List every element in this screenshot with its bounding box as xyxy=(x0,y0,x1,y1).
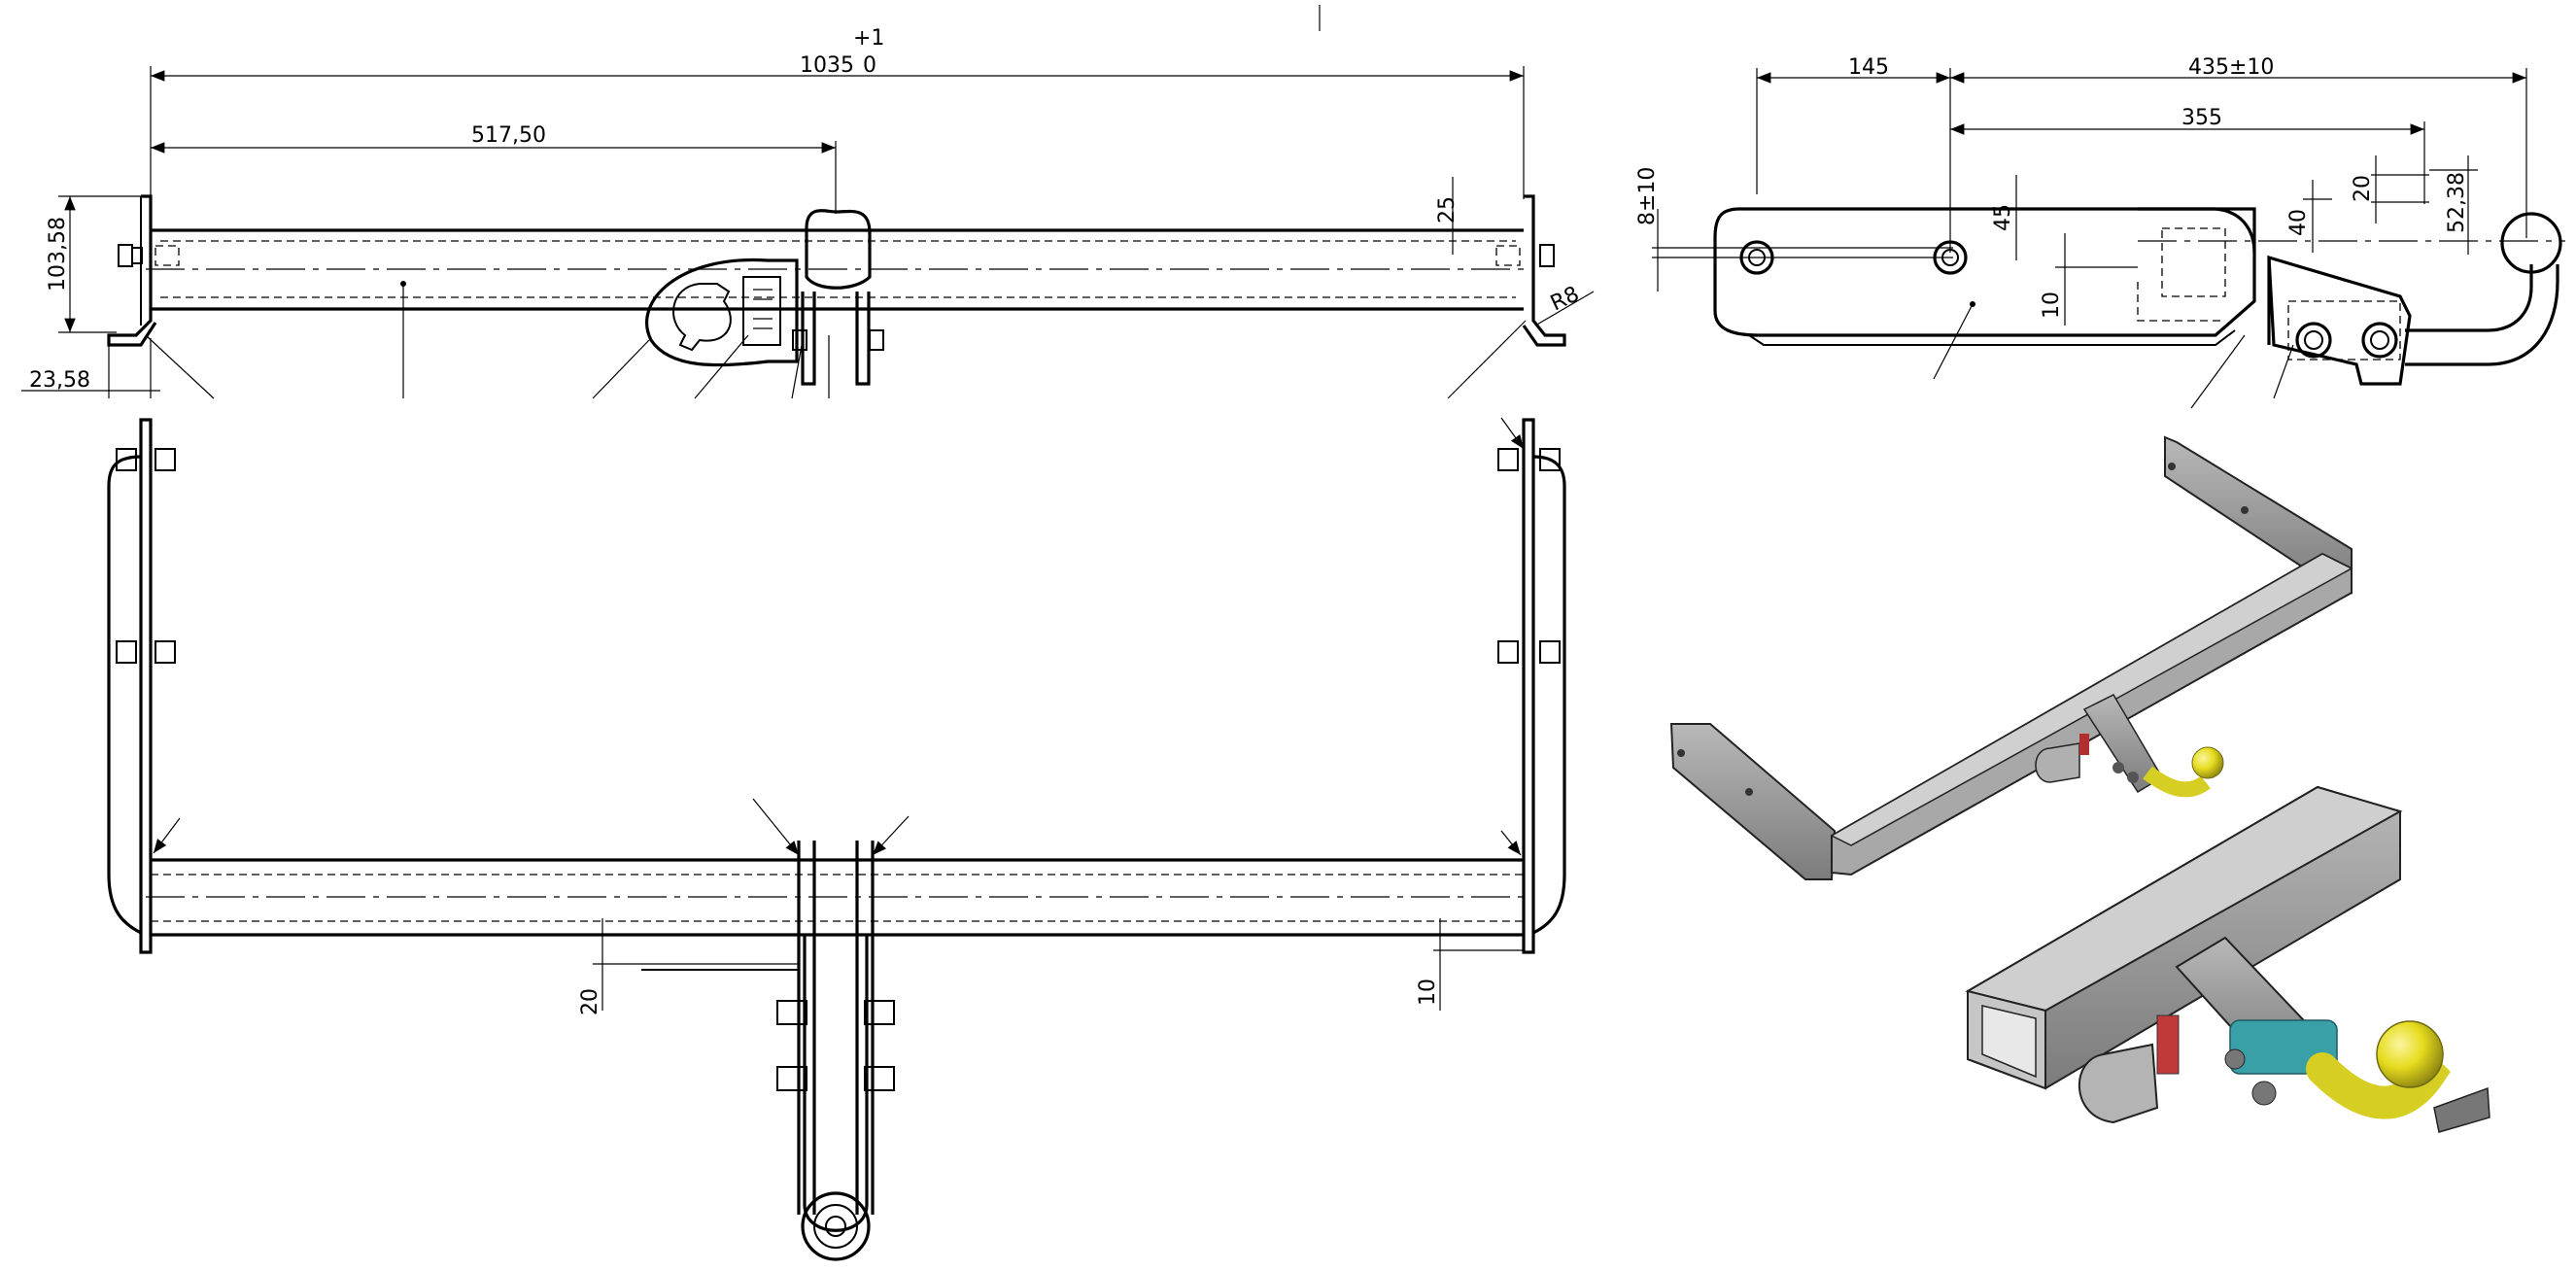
dim-overall-tol-lower: 0 xyxy=(863,53,876,78)
side-view: 145 435±10 355 8±10 45 10 40 20 52,38 xyxy=(1635,55,2565,409)
dim-front-10: 10 xyxy=(1416,979,1440,1006)
dim-tube-offset: 25 xyxy=(1435,196,1460,223)
dim-plate-height: 103,58 xyxy=(46,217,70,292)
dim-side-20: 20 xyxy=(2351,175,2375,202)
bolt xyxy=(116,448,1561,664)
dim-overall-tol-upper: +1 xyxy=(853,26,884,51)
dim-side-355: 355 xyxy=(2181,106,2222,130)
dim-bend-radius: R8 xyxy=(1547,282,1583,316)
top-view: 1035 +1 0 517,50 103,58 23,58 25 R8 xyxy=(21,5,1595,399)
plan-view: 20 10 xyxy=(107,417,1566,1261)
dim-plate-offset: 23,58 xyxy=(29,368,90,393)
dim-half-width: 517,50 xyxy=(471,123,546,148)
dim-side-40: 40 xyxy=(2286,209,2311,236)
dim-side-435: 435±10 xyxy=(2188,55,2274,80)
iso-view-full xyxy=(1669,435,2353,880)
dim-overall-width: 1035 xyxy=(800,53,854,78)
iso-view-detail xyxy=(1965,785,2490,1133)
dim-front-20: 20 xyxy=(578,988,602,1015)
dim-side-10: 10 xyxy=(2040,292,2064,319)
dim-side-145: 145 xyxy=(1848,55,1889,80)
dim-side-52: 52,38 xyxy=(2445,172,2469,233)
dim-side-8: 8±10 xyxy=(1635,167,1660,225)
